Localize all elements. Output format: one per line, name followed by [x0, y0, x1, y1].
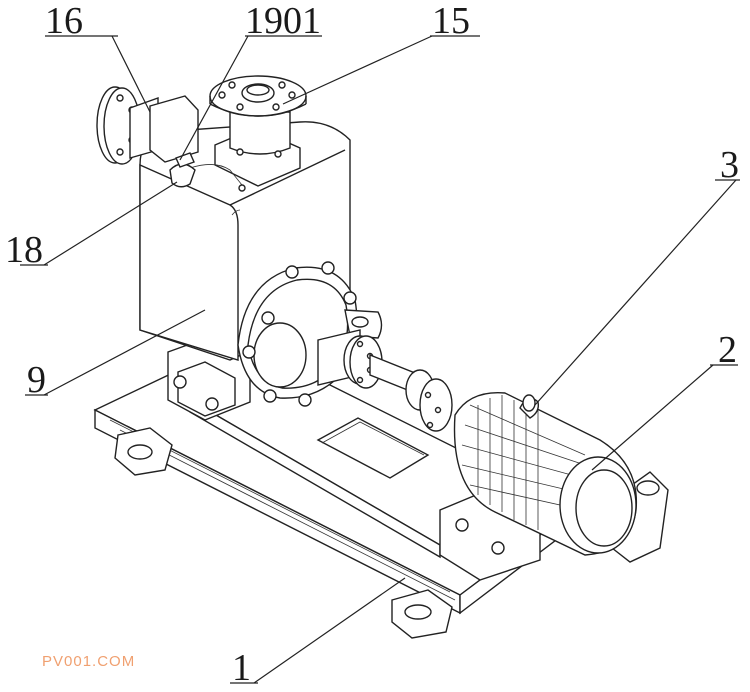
- watermark: PV001.COM: [42, 653, 135, 670]
- label-9: 9: [27, 359, 46, 401]
- motor: [439, 391, 638, 581]
- shaft-coupling: [317, 329, 453, 432]
- label-16: 16: [45, 0, 83, 42]
- vent-valve: [169, 152, 246, 192]
- inlet-flange: [96, 86, 199, 165]
- label-18: 18: [5, 229, 43, 271]
- outlet-flange: [209, 75, 307, 187]
- label-2: 2: [718, 329, 737, 371]
- label-1: 1: [232, 647, 251, 689]
- label-15: 15: [432, 0, 470, 42]
- label-1901: 1901: [245, 0, 321, 42]
- leader-lines: [20, 35, 740, 684]
- label-3: 3: [720, 144, 739, 186]
